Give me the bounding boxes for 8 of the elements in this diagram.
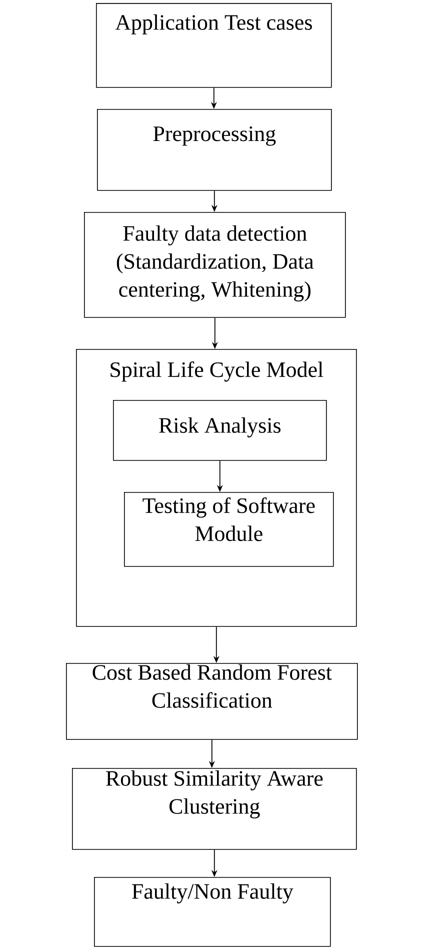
process-box: Robust Similarity Aware Clustering	[72, 768, 357, 850]
process-box: Application Test cases	[96, 3, 332, 88]
process-box: Preprocessing	[97, 109, 332, 191]
process-box: Faulty data detection (Standardization, Data centering, Whitening)	[84, 212, 346, 318]
process-box: Risk Analysis	[113, 400, 327, 461]
process-box: Faulty/Non Faulty	[94, 877, 331, 947]
process-box: Testing of Software Module	[124, 492, 334, 567]
process-box: Cost Based Random Forest Classification	[66, 663, 358, 740]
